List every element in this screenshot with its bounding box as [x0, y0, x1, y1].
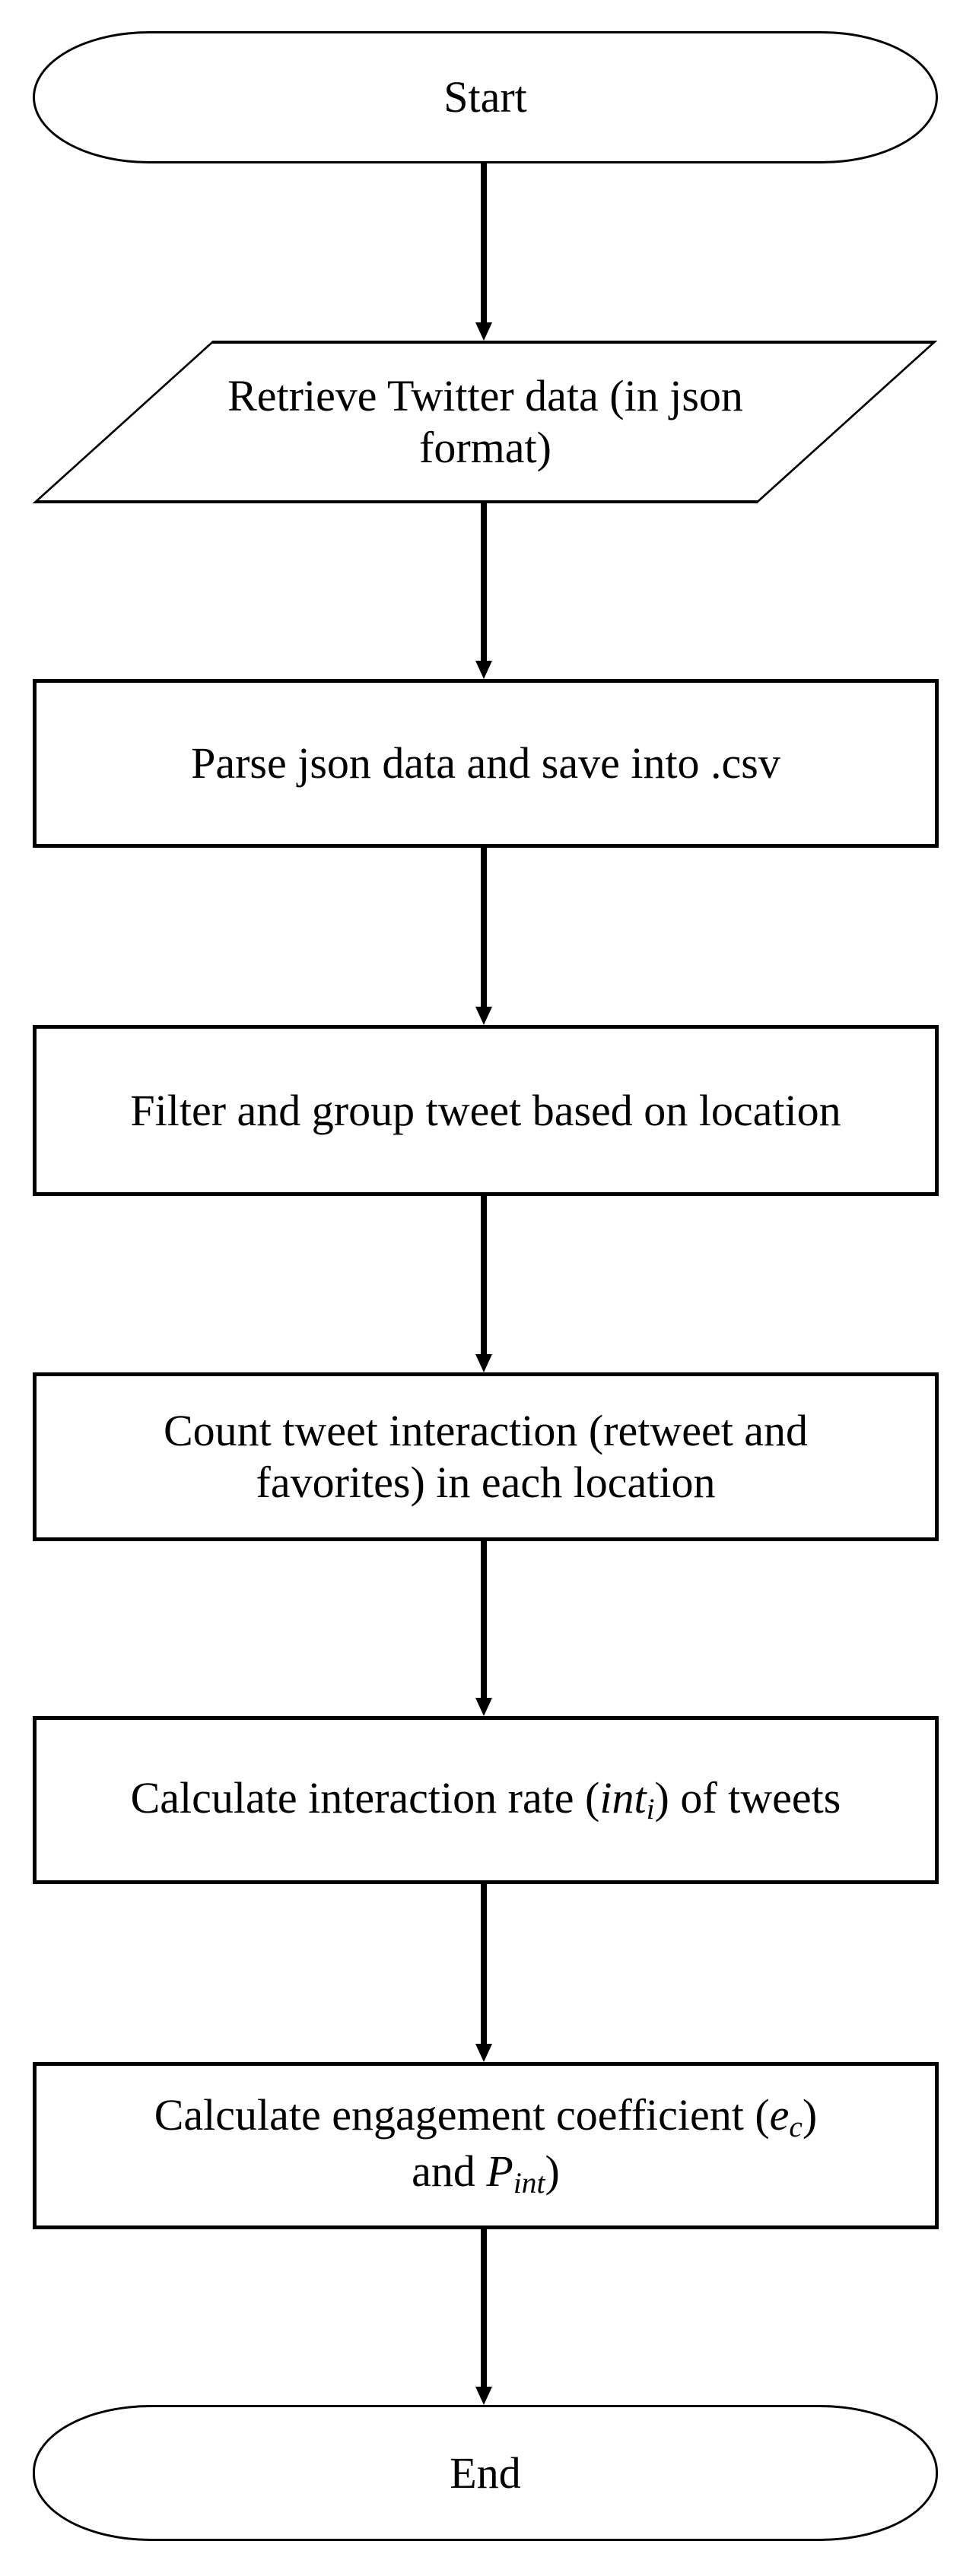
arrowhead-down-icon: [475, 1698, 492, 1716]
flow-connector-line-4: [481, 1196, 487, 1356]
arrowhead-down-icon: [475, 1007, 492, 1025]
flow-connector-line-3: [481, 848, 487, 1008]
flow-connector-line-1: [481, 163, 487, 324]
arrowhead-down-icon: [475, 322, 492, 341]
node-engagement-line1-suffix: ): [802, 2090, 818, 2140]
node-end-terminator: End: [33, 2405, 938, 2541]
arrowhead-down-icon: [475, 661, 492, 679]
node-engagement-line1-math-subscript: c: [789, 2109, 803, 2143]
node-engagement-line2-math-subscript: int: [513, 2165, 545, 2200]
node-parse-process: Parse json data and save into .csv: [33, 679, 939, 848]
node-end-label: End: [450, 2448, 521, 2498]
node-parse-label: Parse json data and save into .csv: [191, 738, 780, 788]
node-retrieve-data-line2: format): [419, 423, 551, 472]
node-rate-label-suffix: ) of tweets: [654, 1772, 841, 1823]
node-engagement-line1-math-var: e: [769, 2090, 790, 2140]
flow-connector-line-7: [481, 2229, 487, 2388]
node-rate-process: Calculate interaction rate (inti) of twe…: [33, 1716, 939, 1884]
node-rate-math-subscript: i: [646, 1792, 655, 1826]
node-engagement-process: Calculate engagement coefficient (ec) an…: [33, 2062, 939, 2229]
node-rate-math-var: int: [599, 1772, 647, 1823]
flow-connector-line-6: [481, 1884, 487, 2045]
node-rate-label-prefix: Calculate interaction rate (: [130, 1772, 600, 1823]
flow-connector-line-2: [481, 503, 487, 662]
node-engagement-line2: and Pint): [412, 2146, 560, 2202]
node-filter-process: Filter and group tweet based on location: [33, 1025, 939, 1196]
node-count-line1: Count tweet interaction (retweet and: [163, 1406, 809, 1455]
node-count-line2: favorites) in each location: [256, 1458, 716, 1507]
arrowhead-down-icon: [475, 1354, 492, 1372]
node-engagement-line1-prefix: Calculate engagement coefficient (: [154, 2090, 770, 2140]
arrowhead-down-icon: [475, 2387, 492, 2405]
node-start-terminator: Start: [33, 31, 938, 163]
flow-connector-line-5: [481, 1541, 487, 1699]
node-retrieve-data-label: Retrieve Twitter data (in json format): [33, 341, 938, 503]
arrowhead-down-icon: [475, 2044, 492, 2062]
node-engagement-line1: Calculate engagement coefficient (ec): [154, 2089, 818, 2146]
node-count-process: Count tweet interaction (retweet and fav…: [33, 1372, 939, 1541]
node-engagement-line2-suffix: ): [545, 2146, 560, 2196]
node-filter-label: Filter and group tweet based on location: [130, 1085, 841, 1135]
node-retrieve-data-line1: Retrieve Twitter data (in json: [227, 371, 743, 420]
node-engagement-line2-math-var: P: [486, 2146, 513, 2196]
node-rate-label: Calculate interaction rate (inti) of twe…: [131, 1772, 841, 1829]
node-start-label: Start: [443, 72, 527, 122]
node-engagement-line2-prefix: and: [412, 2146, 487, 2196]
